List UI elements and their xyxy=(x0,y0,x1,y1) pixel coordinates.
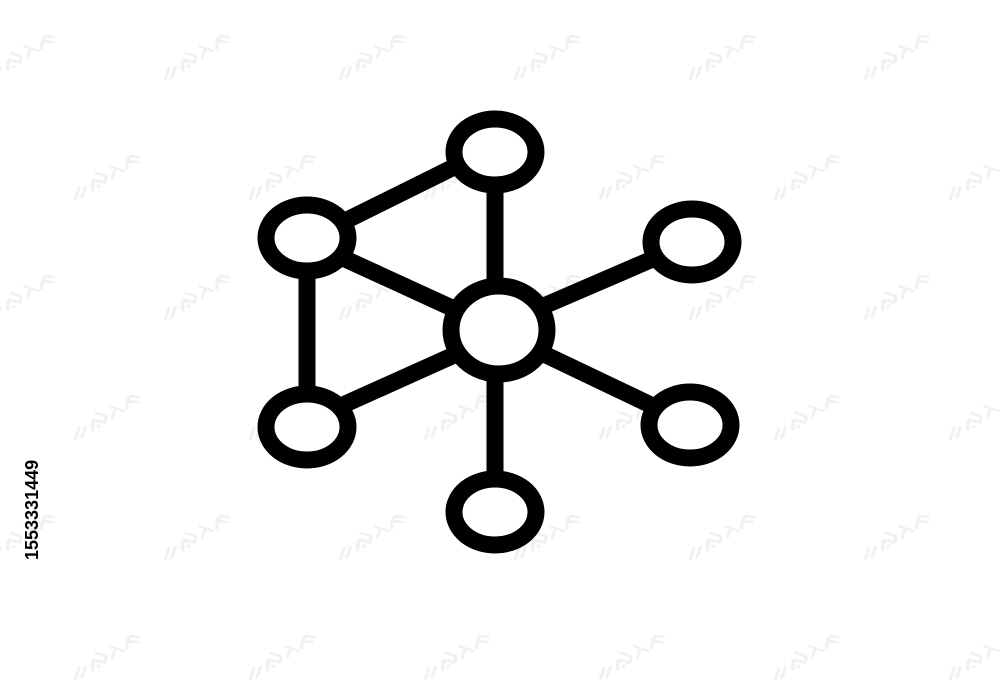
edge-center-bottomright xyxy=(537,346,664,416)
node-right xyxy=(642,200,742,284)
stock-id-label: 1553331449 xyxy=(22,459,42,560)
network-nodes-icon xyxy=(257,110,742,554)
node-bottom-right xyxy=(640,383,740,467)
node-top xyxy=(445,110,545,194)
edge-center-right xyxy=(537,249,664,314)
node-left xyxy=(257,196,357,280)
node-center xyxy=(442,277,556,383)
edge-bottomleft-center xyxy=(334,347,461,414)
edge-left-center xyxy=(334,249,461,317)
node-bottom-left xyxy=(257,385,357,469)
edge-top-left xyxy=(334,159,461,231)
node-bottom xyxy=(445,470,545,554)
